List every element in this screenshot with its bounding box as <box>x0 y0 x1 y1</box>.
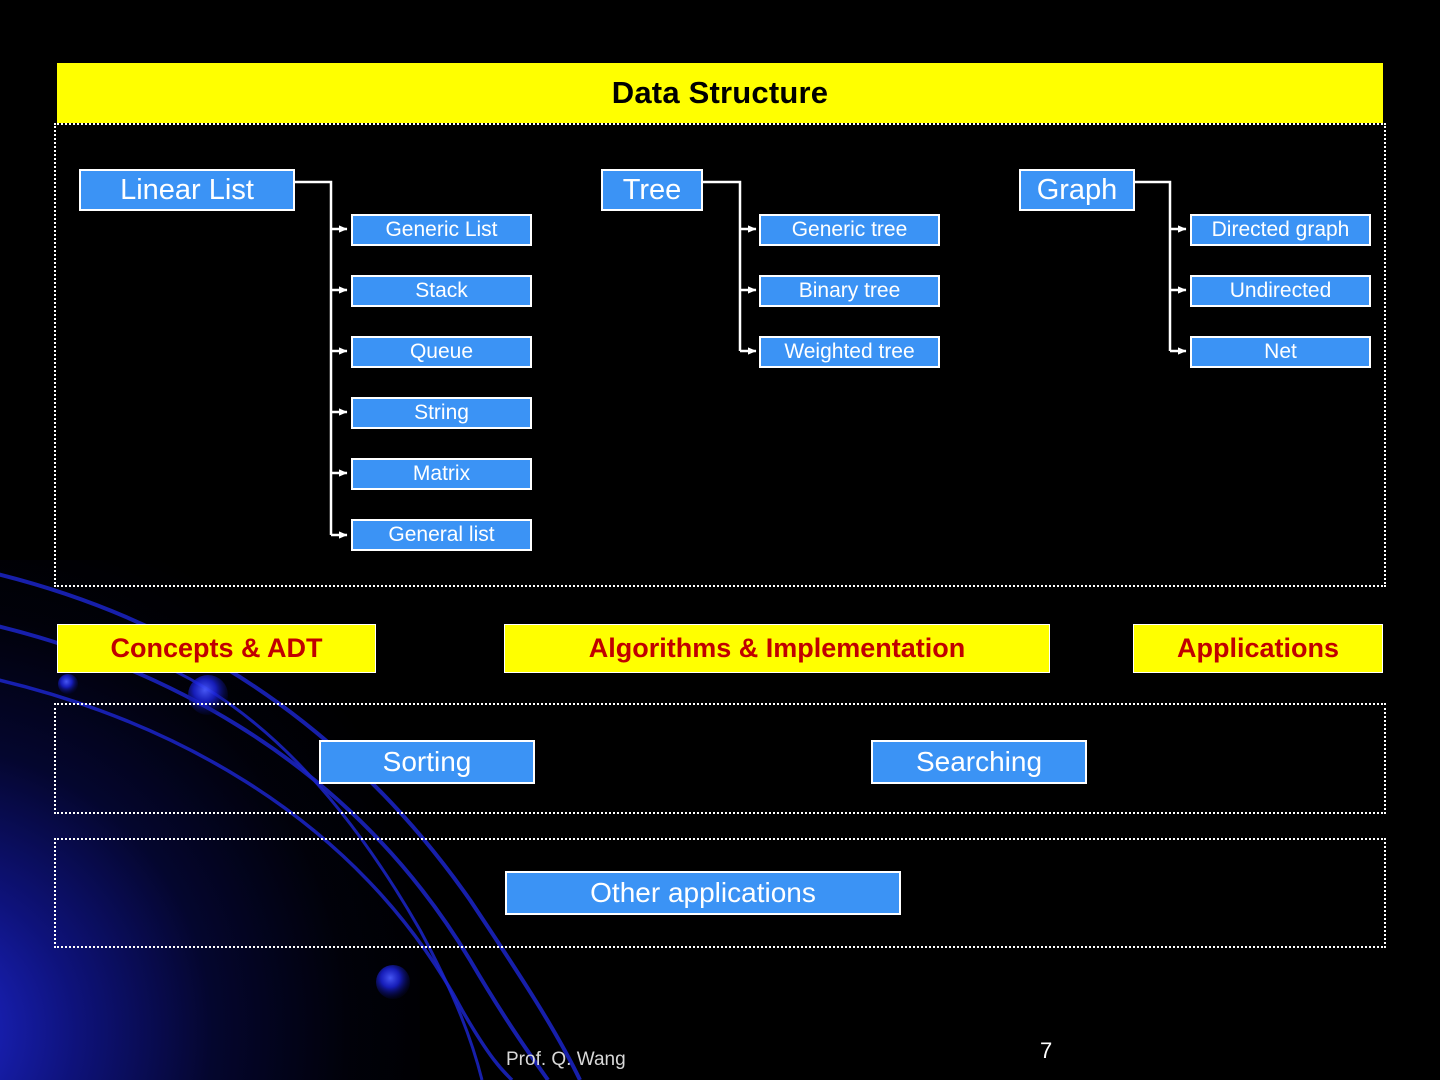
node-binary-tree[interactable]: Binary tree <box>759 275 940 307</box>
footer-author: Prof. Q. Wang <box>506 1049 626 1070</box>
node-string[interactable]: String <box>351 397 532 429</box>
footer-page-number: 7 <box>1040 1038 1053 1063</box>
node-matrix[interactable]: Matrix <box>351 458 532 490</box>
node-net[interactable]: Net <box>1190 336 1371 368</box>
node-general-list[interactable]: General list <box>351 519 532 551</box>
node-directed-graph[interactable]: Directed graph <box>1190 214 1371 246</box>
node-weighted-tree[interactable]: Weighted tree <box>759 336 940 368</box>
label-applications[interactable]: Applications <box>1133 624 1383 673</box>
label-concepts-adt[interactable]: Concepts & ADT <box>57 624 376 673</box>
node-stack[interactable]: Stack <box>351 275 532 307</box>
decorative-sphere <box>58 674 78 694</box>
label-algorithms-implementation[interactable]: Algorithms & Implementation <box>504 624 1050 673</box>
region-applications <box>54 838 1386 948</box>
region-data-structures <box>54 123 1386 587</box>
node-generic-tree[interactable]: Generic tree <box>759 214 940 246</box>
node-graph[interactable]: Graph <box>1019 169 1135 211</box>
slide-title-banner: Data Structure <box>57 63 1383 123</box>
region-algorithms <box>54 703 1386 814</box>
decorative-sphere <box>376 965 410 999</box>
node-queue[interactable]: Queue <box>351 336 532 368</box>
node-undirected[interactable]: Undirected <box>1190 275 1371 307</box>
node-other-applications[interactable]: Other applications <box>505 871 901 915</box>
node-searching[interactable]: Searching <box>871 740 1087 784</box>
node-generic-list[interactable]: Generic List <box>351 214 532 246</box>
node-tree[interactable]: Tree <box>601 169 703 211</box>
page-title: Data Structure <box>611 75 829 110</box>
node-sorting[interactable]: Sorting <box>319 740 535 784</box>
node-linear-list[interactable]: Linear List <box>79 169 295 211</box>
